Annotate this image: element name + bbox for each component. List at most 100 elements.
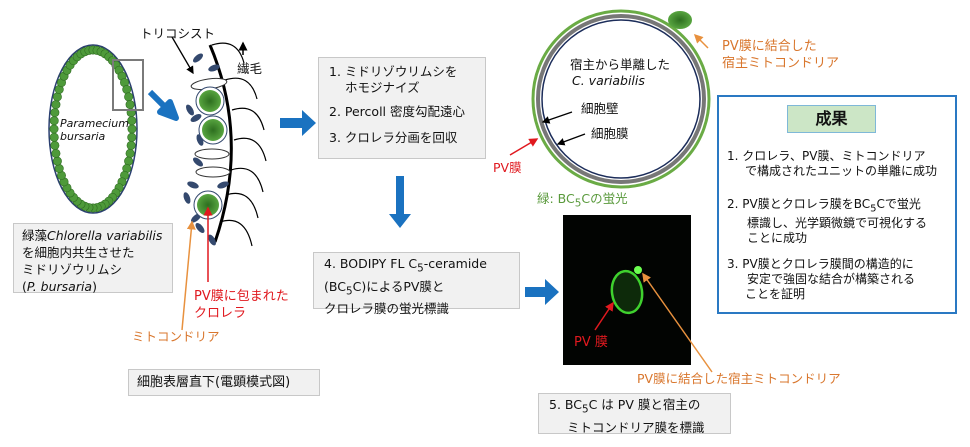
step-4-text: -ceramide [423, 256, 487, 271]
caption-prefix: 緑藻 [22, 228, 48, 243]
result-3-line: 3. PV膜とクロレラ膜間の構造的に [727, 257, 914, 271]
chlorella-dot [125, 100, 135, 110]
cell-membrane-label: 細胞膜 [591, 126, 629, 141]
mitochondrion [183, 192, 191, 204]
paramecium-cell [48, 44, 144, 214]
step-4-text: (BC [324, 278, 346, 294]
cilia-label: 繊毛 [237, 61, 263, 76]
mitochondrion [208, 64, 220, 72]
cell-wall-label: 細胞壁 [581, 101, 619, 116]
step-5-text: 5. BC [549, 397, 582, 412]
result-2: 2. PV膜とクロレラ膜をBC5Cで蛍光標識し、光学顕微鏡で可視化することに成功 [727, 197, 927, 246]
step-1b: ホモジナイズ [345, 80, 420, 95]
cilium [219, 219, 253, 247]
chlorella-dot [52, 156, 62, 166]
cilium [230, 167, 264, 193]
pv-chlorella-label: PV膜に包まれたクロレラ [194, 288, 289, 322]
fluorescence-legend: 緑: BC5Cの蛍光 [537, 190, 628, 213]
step-4-box: 4. BODIPY FL C5-ceramide (BC5C)によるPV膜と ク… [313, 252, 520, 316]
step-4-text: C)によるPV膜と [352, 278, 445, 294]
step-1: 1. ミドリゾウリムシを [329, 64, 458, 79]
result-2-line: Cで蛍光 [876, 197, 921, 211]
chlorella-dot [124, 92, 134, 102]
subscript: 5 [870, 203, 877, 215]
pv-chlorella-label-1: PV膜に包まれた [194, 289, 289, 304]
subscript: 5 [417, 262, 424, 275]
blue-arrow-down-icon [389, 176, 411, 228]
mito-label-1: PV膜に結合した [722, 39, 817, 54]
isolated-chlorella-diagram [509, 9, 711, 189]
result-1-line: で構成されたユニットの単離に成功 [745, 164, 938, 178]
step-5-box: 5. BC5C は PV 膜と宿主の ミトコンドリア膜を標識 [538, 393, 731, 435]
mitochondrion [193, 53, 203, 63]
cilium [233, 137, 267, 162]
mitochondrion [193, 157, 203, 167]
chlorella-dot [49, 116, 59, 126]
chlorella-dot [49, 124, 59, 134]
blue-arrow-icon [280, 110, 316, 136]
chlorella-dot [124, 156, 134, 166]
result-1: 1. クロレラ、PV膜、ミトコンドリアで構成されたユニットの単離に成功 [727, 149, 937, 179]
chlorella-dot [125, 148, 135, 158]
step-5-text: ミトコンドリア膜を標識 [567, 419, 705, 435]
caption-line2: を細胞内共生させた [22, 245, 135, 260]
chlorella-dot [49, 132, 59, 142]
paramecium-label-2: bursaria [60, 130, 106, 143]
mitochondrion [187, 181, 199, 189]
cilium [225, 192, 259, 219]
result-2-line: 2. PV膜とクロレラ膜をBC [727, 197, 871, 211]
blue-arrow-icon [147, 89, 179, 121]
mitochondrion [190, 114, 202, 122]
mitochondria-label: ミトコンドリア [132, 329, 220, 344]
result-2-line: ことに成功 [747, 231, 808, 246]
step-5-text: C は PV 膜と宿主の [588, 397, 701, 412]
isolated-species: C. variabilis [572, 73, 645, 88]
chlorella-dot [50, 108, 60, 118]
pv-membrane-label: PV膜 [493, 160, 522, 175]
step-2: 2. Percoll 密度勾配遠心 [329, 104, 465, 119]
chlorella-dot [51, 148, 61, 158]
mito-label: PV膜に結合した宿主ミトコンドリア [722, 38, 839, 72]
blue-arrow-icon [525, 279, 559, 305]
result-3-line: 安定で強固な結合が構築される [747, 272, 916, 286]
step-3: 3. クロレラ分画を回収 [329, 130, 458, 145]
results-panel: 成果 1. クロレラ、PV膜、ミトコンドリアで構成されたユニットの単離に成功 2… [717, 95, 957, 314]
photo-pv-label: PV 膜 [574, 335, 608, 350]
step-4-text: 4. BODIPY FL C [324, 256, 418, 271]
caption-species: Chlorella variabilis [47, 228, 163, 243]
isolated-title: 宿主から単離した [570, 57, 671, 72]
chlorella-dot [127, 124, 137, 134]
mitochondrion [186, 104, 194, 116]
mito-label-2: 宿主ミトコンドリア [722, 56, 840, 71]
chlorella-dot [52, 92, 62, 102]
mitochondrion [217, 181, 229, 189]
cilium [231, 107, 265, 131]
mitochondrion [208, 234, 216, 246]
paramecium-caption: 緑藻Chlorella variabilis を細胞内共生させた ミドリゾウリム… [13, 223, 173, 294]
paramecium-label-1: Paramecium [60, 117, 129, 130]
caption-line3: ミドリゾウリムシ [22, 262, 123, 277]
cell-surface-schematic [171, 36, 267, 331]
caption-paren: ( [22, 279, 27, 294]
pv-chlorella-label-2: クロレラ [194, 306, 247, 321]
schematic-caption: 細胞表層直下(電顕模式図) [128, 369, 320, 396]
chlorella-dot [127, 116, 137, 126]
caption-paren: ) [92, 279, 97, 294]
results-title: 成果 [787, 105, 876, 133]
result-3-line: ことを証明 [745, 287, 806, 301]
photo-mito-label: PV膜に結合した宿主ミトコンドリア [637, 371, 841, 386]
chlorella-dot [50, 140, 60, 150]
zoom-box [112, 59, 144, 111]
chlorella-dot [122, 85, 132, 95]
legend-text: 緑: BC [537, 191, 575, 206]
legend-text: Cの蛍光 [581, 191, 628, 206]
subscript: 5 [574, 197, 582, 210]
chlorella-dot [54, 164, 64, 174]
steps-1-3-box: 1. ミドリゾウリムシを ホモジナイズ 2. Percoll 密度勾配遠心 3.… [318, 57, 486, 159]
cilium [211, 42, 245, 64]
result-3: 3. PV膜とクロレラ膜間の構造的に安定で強固な結合が構築されることを証明 [727, 257, 915, 302]
result-1-line: 1. クロレラ、PV膜、ミトコンドリア [727, 149, 926, 163]
result-2-line: 標識し、光学顕微鏡で可視化する [747, 216, 928, 231]
